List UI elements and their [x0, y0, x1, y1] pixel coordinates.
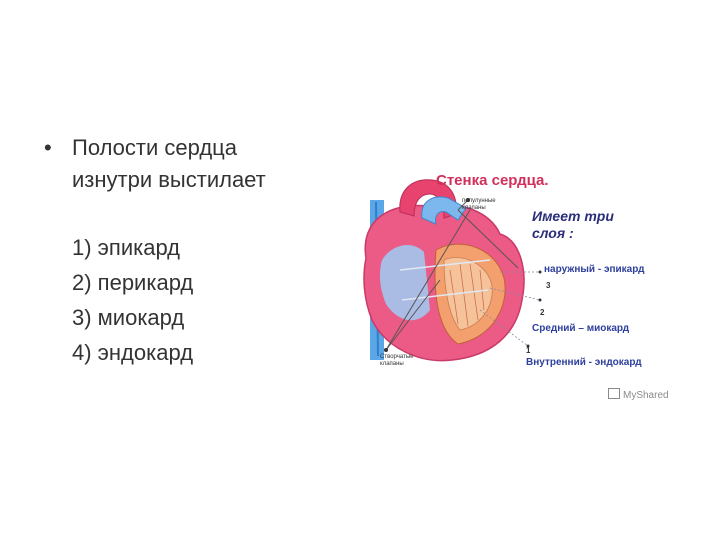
answer-option-2: 2) перикард — [72, 270, 194, 295]
myshared-logo-icon — [608, 388, 620, 399]
valve-label-bottom-line-1: Створчатые — [380, 354, 414, 360]
question-line-1: Полости сердца — [72, 135, 237, 160]
answer-option-3: 3) миокард — [72, 305, 185, 330]
figure-title: Стенка сердца. — [436, 172, 549, 189]
bullet-point: • — [44, 135, 52, 160]
label-inner-layer: Внутренний - эндокард — [526, 357, 642, 368]
valve-label-bottom: Створчатые клапаны — [380, 354, 413, 368]
valve-label-top-line-2: клапаны — [462, 205, 486, 211]
figure-subtitle-line-2: слоя : — [532, 225, 574, 241]
right-chamber-shape — [379, 245, 430, 321]
watermark: MyShared — [608, 388, 669, 401]
watermark-text: MyShared — [623, 390, 669, 401]
layer-number-2: 2 — [540, 308, 545, 317]
pulmonary-artery-shape — [421, 196, 467, 225]
answer-list: 1) эпикард 2) перикард 3) миокард 4) энд… — [72, 232, 332, 372]
label-outer-layer: наружный - эпикард — [544, 264, 645, 275]
layer-number-1: 1 — [526, 346, 531, 355]
heart-illustration — [363, 179, 542, 362]
valve-label-top-line-1: полулунные — [462, 198, 496, 204]
valve-label-top: полулунные клапаны — [462, 198, 496, 212]
label-middle-layer: Средний – миокард — [532, 323, 630, 334]
valve-label-bottom-line-2: клапаны — [380, 361, 404, 367]
question-text: Полости сердца изнутри выстилает — [72, 132, 352, 196]
answer-option-1: 1) эпикард — [72, 235, 181, 260]
figure-subtitle-line-1: Имеет три — [532, 208, 614, 224]
figure-subtitle: Имеет три слоя : — [532, 208, 614, 242]
layer-number-3: 3 — [546, 281, 551, 290]
question-line-2: изнутри выстилает — [72, 167, 266, 192]
answer-option-4: 4) эндокард — [72, 340, 194, 365]
aorta-shape — [399, 179, 457, 219]
heart-wall-figure: Стенка сердца. Имеет три слоя : полулунн… — [340, 160, 700, 420]
